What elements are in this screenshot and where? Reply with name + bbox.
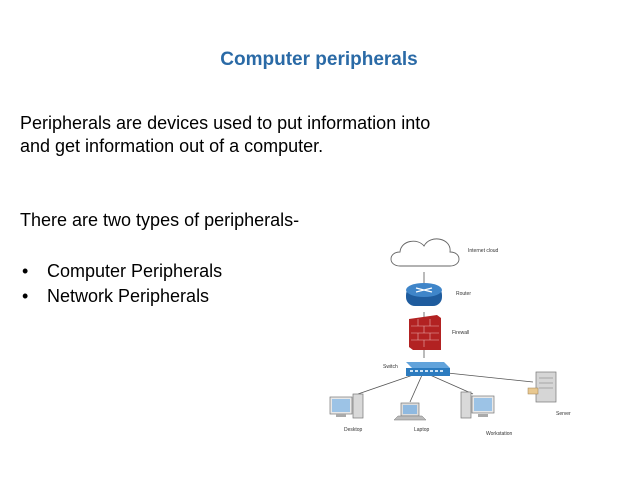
- cloud-label: Internet cloud: [468, 248, 499, 254]
- desktop-label: Desktop: [344, 427, 363, 433]
- list-item: • Computer Peripherals: [20, 259, 222, 284]
- slide-title: Computer peripherals: [220, 49, 418, 70]
- network-diagram: Internet cloud Router Firewall: [318, 222, 588, 444]
- cloud-icon: [390, 238, 460, 267]
- router-icon: [406, 283, 442, 306]
- firewall-icon: [409, 315, 441, 350]
- switch-icon: [406, 362, 450, 376]
- server-label: Server: [556, 411, 571, 417]
- types-paragraph: There are two types of peripherals-: [20, 210, 300, 230]
- workstation-icon: [460, 391, 495, 419]
- workstation-label: Workstation: [486, 431, 513, 437]
- firewall-label: Firewall: [452, 330, 469, 336]
- peripheral-types-list: • Computer Peripherals • Network Periphe…: [20, 259, 222, 308]
- switch-label: Switch: [383, 364, 398, 370]
- intro-paragraph: Peripherals are devices used to put info…: [20, 113, 431, 156]
- list-item: • Network Peripherals: [20, 284, 222, 309]
- laptop-label: Laptop: [414, 427, 430, 433]
- bullet-icon: •: [22, 285, 29, 306]
- list-item-label: Network Peripherals: [47, 285, 210, 306]
- list-item-label: Computer Peripherals: [47, 261, 223, 281]
- desktop-icon: [329, 393, 364, 419]
- laptop-icon: [393, 402, 427, 421]
- router-label: Router: [456, 291, 471, 297]
- bullet-icon: •: [22, 261, 29, 281]
- connection-lines: [357, 272, 534, 403]
- server-icon: [527, 371, 557, 403]
